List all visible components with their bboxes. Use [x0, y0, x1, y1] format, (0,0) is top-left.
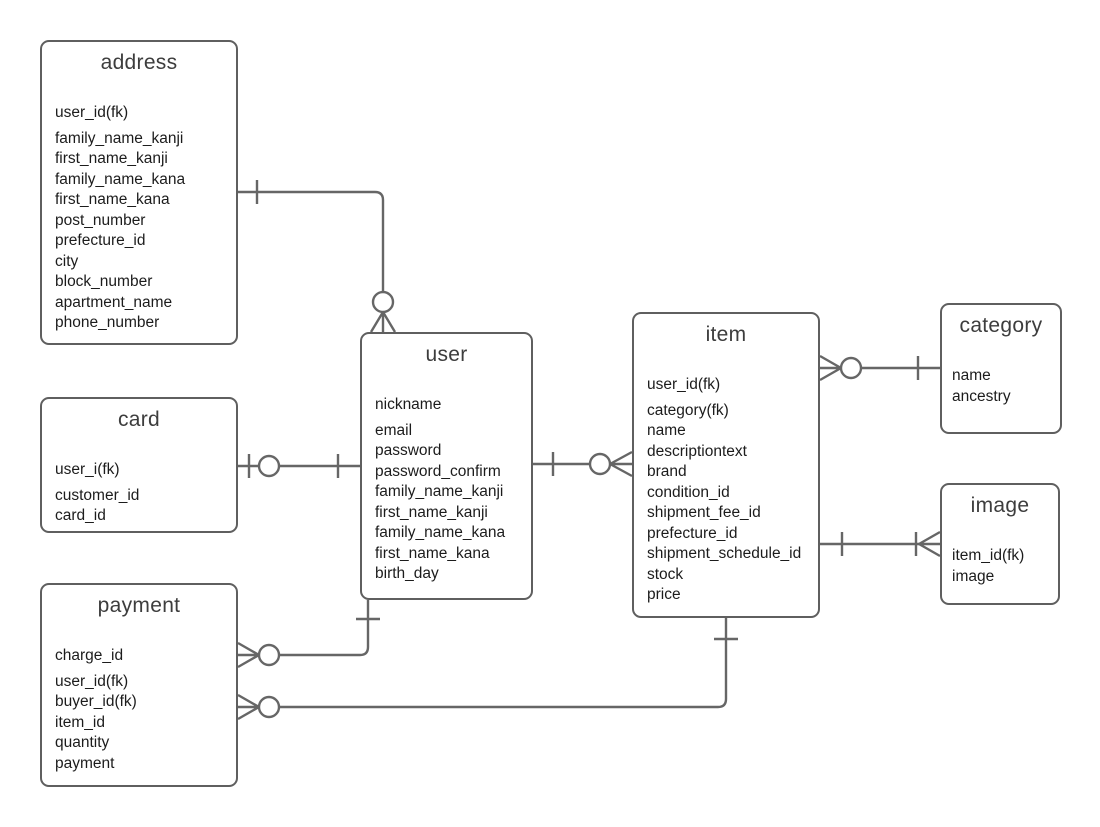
entity-field: birth_day [375, 565, 439, 582]
entity-field: condition_id [647, 483, 730, 501]
entity-field: name [647, 422, 686, 439]
entity-field: item_id [55, 713, 105, 731]
entity-field: first_name_kana [55, 191, 170, 208]
entity-field: prefecture_id [647, 524, 738, 542]
entity-field: family_name_kanji [375, 483, 504, 500]
entity-title: card [117, 408, 161, 431]
cardinality-zero-circle [371, 290, 395, 314]
entity-field: customer_id [55, 486, 140, 504]
entity-field: card_id [55, 507, 106, 524]
entity-title: item [705, 323, 747, 346]
cardinality-crow-foot [237, 693, 260, 721]
connector-line[interactable] [238, 190, 385, 292]
entity-field: family_name_kana [375, 524, 506, 541]
entity-title: user [425, 343, 468, 366]
cardinality-zero-circle [588, 452, 612, 476]
entity-payment[interactable]: payment charge_id user_id(fk) buyer_id(f… [40, 583, 238, 787]
entity-item[interactable]: item user_id(fk) category(fk) name descr… [632, 312, 820, 618]
entity-field: price [647, 586, 681, 603]
entity-field: shipment_fee_id [647, 504, 761, 521]
relationship-payment-item[interactable] [237, 618, 738, 721]
entity-field: block_number [55, 273, 153, 290]
entity-title: payment [97, 594, 181, 617]
entity-field: family_name_kana [55, 170, 186, 188]
entity-category[interactable]: category name ancestry [940, 303, 1062, 434]
entity-address[interactable]: address user_id(fk) family_name_kanji fi… [40, 40, 238, 345]
relationship-user-item[interactable] [533, 450, 633, 478]
entity-field-list: name ancestry [942, 366, 1060, 407]
entity-field-list: user_i(fk) customer_id card_id [42, 460, 236, 527]
entity-title: image [970, 494, 1030, 517]
entity-field: item_id(fk) [952, 547, 1025, 564]
entity-image[interactable]: image item_id(fk) image [940, 483, 1060, 605]
entity-field: first_name_kana [375, 544, 490, 562]
entity-field: post_number [55, 211, 146, 229]
relationship-address-user[interactable] [238, 180, 397, 333]
entity-field: ancestry [952, 387, 1011, 405]
cardinality-crow-foot [609, 450, 633, 478]
entity-field: nickname [375, 396, 442, 413]
entity-field: prefecture_id [55, 232, 146, 249]
entity-field: password [375, 442, 442, 459]
cardinality-zero-circle [839, 356, 863, 380]
cardinality-crow-foot [369, 311, 397, 333]
entity-field: user_id(fk) [55, 672, 129, 690]
entity-field: phone_number [55, 314, 160, 331]
entity-field: family_name_kanji [55, 129, 184, 147]
entity-field: password_confirm [375, 462, 501, 480]
entity-field: apartment_name [55, 293, 173, 311]
entity-field: user_id(fk) [647, 376, 721, 393]
cardinality-crow-foot [819, 354, 842, 382]
entity-field: user_id(fk) [55, 104, 129, 121]
cardinality-crow-foot [918, 530, 941, 558]
entity-field: quantity [55, 734, 110, 751]
cardinality-zero-circle [257, 643, 281, 667]
entity-title: address [100, 51, 178, 74]
entity-field: buyer_id(fk) [55, 693, 137, 710]
relationship-item-image[interactable] [820, 530, 941, 558]
entity-user[interactable]: user nickname email password password_co… [360, 332, 533, 600]
entity-field: stock [647, 565, 684, 583]
entity-title: category [959, 314, 1043, 337]
cardinality-zero-circle [257, 695, 281, 719]
entity-field-list: nickname email password password_confirm… [362, 395, 531, 585]
entity-field-list: user_id(fk) family_name_kanji first_name… [42, 103, 236, 334]
entity-field: image [952, 567, 995, 585]
entity-field: charge_id [55, 647, 124, 664]
entity-field: descriptiontext [647, 442, 747, 460]
entity-field: first_name_kanji [375, 503, 488, 521]
entity-field: brand [647, 463, 687, 480]
entity-field: payment [55, 754, 115, 772]
entity-field: name [952, 367, 991, 384]
entity-field: city [55, 252, 79, 270]
entity-field-list: item_id(fk) image [942, 546, 1058, 587]
relationship-item-category[interactable] [819, 354, 940, 382]
connector-line[interactable] [279, 600, 370, 657]
relationship-user-payment[interactable] [237, 600, 380, 669]
entity-field: shipment_schedule_id [647, 545, 802, 562]
entity-field: category(fk) [647, 401, 729, 419]
connector-line[interactable] [279, 618, 728, 709]
cardinality-crow-foot [237, 641, 260, 669]
entity-field-list: charge_id user_id(fk) buyer_id(fk) item_… [42, 646, 236, 774]
entity-field: user_i(fk) [55, 461, 120, 478]
entity-field-list: user_id(fk) category(fk) name descriptio… [634, 375, 818, 606]
entity-card[interactable]: card user_i(fk) customer_id card_id [40, 397, 238, 533]
cardinality-zero-circle [257, 454, 281, 478]
relationship-card-user[interactable] [238, 454, 360, 478]
entity-field: first_name_kanji [55, 150, 168, 167]
entity-field: email [375, 421, 413, 439]
